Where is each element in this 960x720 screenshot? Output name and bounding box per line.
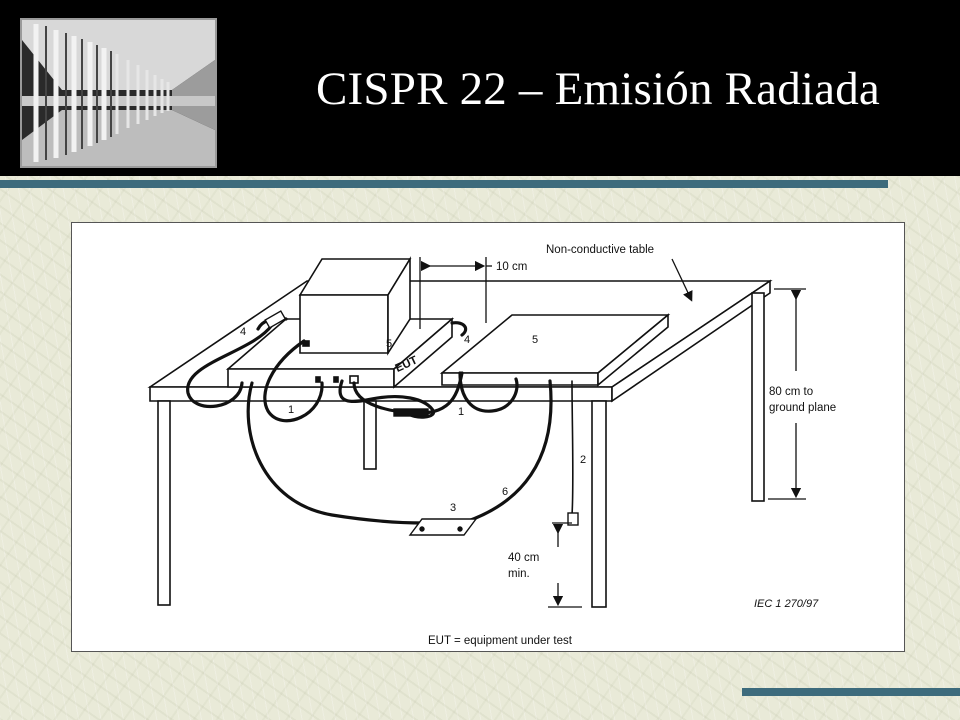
callout-1b: 1 (458, 406, 464, 418)
ground-plate (408, 518, 478, 536)
slide-title: CISPR 22 – Emisión Radiada (316, 63, 880, 115)
accent-bar-bottom (742, 688, 960, 696)
figure-reference: IEC 1 270/97 (754, 598, 819, 610)
eut-unit (225, 256, 455, 389)
anechoic-chamber-photo-icon (20, 18, 217, 168)
accent-bar-top (0, 180, 888, 188)
min-label-line1: 40 cm (508, 552, 539, 564)
height-label-line1: 80 cm to (769, 386, 813, 398)
cable-plugs (264, 310, 579, 526)
callout-4a: 4 (240, 326, 246, 338)
callout-5b: 5 (532, 334, 538, 346)
callout-4b: 4 (464, 334, 470, 346)
spacing-label: 10 cm (496, 261, 527, 273)
callout-3: 3 (450, 502, 456, 514)
test-setup-diagram: 10 cm Non-conductive table 80 cm to grou… (71, 222, 905, 652)
callout-5a: 5 (386, 338, 392, 350)
height-label-line2: ground plane (769, 402, 836, 414)
auxiliary-equipment (439, 313, 671, 387)
callout-1a: 1 (288, 404, 294, 416)
cables (186, 316, 574, 525)
callout-6: 6 (502, 486, 508, 498)
callout-2: 2 (580, 454, 586, 466)
min-dimension (548, 522, 582, 608)
legend-text: EUT = equipment under test (428, 635, 573, 647)
slide-header: CISPR 22 – Emisión Radiada (0, 0, 960, 176)
table-label: Non-conductive table (546, 244, 654, 256)
min-label-line2: min. (508, 568, 530, 580)
spacing-dimension (419, 257, 492, 329)
height-dimension (768, 288, 806, 500)
